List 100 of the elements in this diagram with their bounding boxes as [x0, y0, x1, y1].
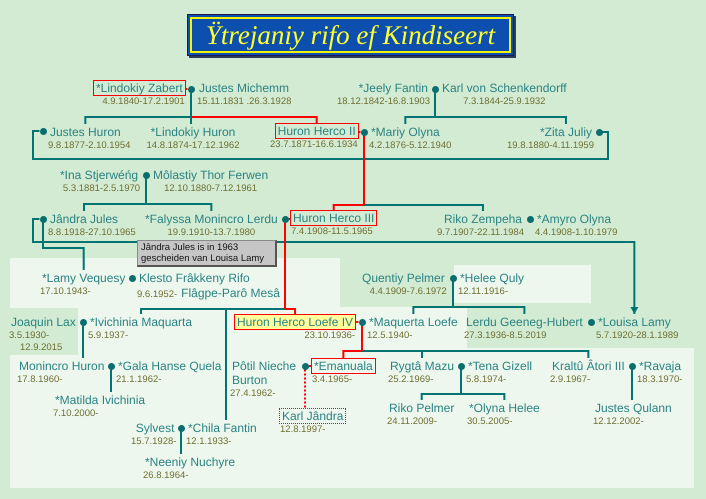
person-name: Justes Qulann	[594, 400, 673, 416]
person-name: *Ivichinia Maquarta	[89, 314, 194, 330]
connector-line	[460, 370, 462, 394]
person-name: *Olyna Helee	[468, 400, 541, 416]
person-name: *Lindokiy Huron	[150, 124, 236, 140]
connector-line	[332, 204, 364, 210]
life-dates: 5.3.1881-2.5.1970	[62, 183, 142, 195]
highlighted-person-name: Huron Herco II	[274, 123, 359, 139]
person-name: *Gala Hanse Quela	[117, 358, 222, 374]
person-name: Karl von Schenkendorff	[441, 80, 568, 96]
life-dates: 5.8.1974-	[465, 374, 508, 386]
life-dates: 23.10.1936-	[303, 330, 356, 342]
person-name: *Louisa Lamy	[597, 314, 672, 330]
person-name: *Amyro Olyna	[536, 211, 612, 227]
connector-line	[420, 393, 461, 400]
person-name: Riko Pelmer	[388, 400, 456, 416]
life-dates: 4.2.1876-5.12.1940	[368, 140, 452, 152]
connector-line	[284, 222, 286, 309]
person-name: Justes Michemm	[198, 80, 290, 96]
highlighted-person-name: Huron Herco III	[290, 210, 378, 226]
connector-line	[364, 204, 484, 211]
life-dates: 12.8.1997-	[279, 424, 326, 436]
person-name: *Jeely Fantin	[358, 80, 429, 96]
person-name: *Chila Fantin	[187, 420, 258, 436]
connector-line	[186, 88, 188, 90]
life-dates: 23.7.1871-16.6.1934	[269, 139, 359, 151]
life-dates: 9.8.1877-2.10.1954	[47, 140, 132, 152]
life-dates: 26.8.1964-	[142, 470, 190, 482]
connector-line	[145, 178, 147, 204]
connector-line	[631, 370, 633, 400]
person-name: Lerdu Geeneg-Hubert	[465, 314, 584, 330]
connector-line	[356, 321, 358, 323]
life-dates: 17.10.1943-	[39, 286, 92, 298]
person-name: Sylvest	[134, 420, 176, 436]
junction-dot	[40, 216, 46, 222]
life-dates: 21.1.1962-	[115, 374, 162, 386]
connector-line	[32, 130, 609, 160]
life-dates: 18.12.1842-16.8.1903	[336, 96, 431, 108]
life-dates: 12.1.1933-	[185, 436, 232, 448]
person-name: *Mariy Olyna	[370, 124, 441, 140]
connector-line	[225, 308, 285, 420]
life-dates: 25.2.1969-	[387, 374, 434, 386]
junction-dot	[588, 318, 594, 326]
person-name: *Zita Juliy	[538, 124, 593, 140]
junction-dot	[450, 274, 456, 282]
junction-dot	[526, 216, 534, 222]
secondary-name: Flâgpe-Parô Mesâ	[181, 286, 280, 300]
connector-line	[362, 350, 590, 358]
person-name: *Lamy Vequesy	[41, 270, 126, 286]
connector-line	[434, 92, 436, 117]
life-dates: 24.11.2009-	[386, 416, 438, 428]
highlighted-person-name: Karl Jândra	[279, 408, 346, 424]
connector-line	[342, 350, 362, 358]
person-name: *Maquerta Loefe	[368, 314, 459, 330]
connector-line	[146, 203, 212, 211]
connector-line	[404, 116, 435, 124]
life-dates: 12.10.1880-7.12.1961	[163, 183, 258, 195]
life-dates: 12.12.2002-	[592, 416, 645, 428]
life-dates: 19.8.1880-4.11.1959	[506, 140, 595, 152]
life-dates: 9.7.1907-22.11.1984	[436, 227, 525, 239]
life-dates: 3.4.1965-	[311, 374, 354, 386]
life-dates: 4.9.1840-17.2.1901	[101, 96, 186, 108]
life-dates: 14.8.1874-17.12.1962	[146, 140, 240, 152]
life-dates: 7.3.1844-25.9.1932	[462, 96, 546, 108]
connector-line	[190, 117, 192, 124]
junction-dot	[282, 216, 288, 222]
connector-line	[304, 370, 306, 408]
connector-line	[84, 116, 191, 124]
person-name: Môlastiy Thor Ferwen	[152, 167, 270, 183]
life-dates: 5.7.1920-28.1.1989	[595, 330, 680, 342]
person-name: *Matilda Ivichinia	[54, 392, 146, 408]
person-name: *Ravaja	[638, 358, 682, 374]
person-name: *Neeniy Nuchyre	[144, 454, 236, 470]
highlighted-person-name: *Lindokiy Zabert	[93, 80, 186, 96]
person-name: Riko Zempeha	[442, 211, 523, 227]
connector-line	[363, 136, 365, 205]
person-name: Monincro Huron	[18, 358, 106, 374]
life-dates: 15.11.1831 .26.3.1928	[196, 96, 292, 108]
life-dates: 9.6.1952-	[136, 289, 178, 301]
life-dates: 27.3.1936-8.5.2019	[463, 330, 548, 342]
junction-dot	[188, 86, 194, 92]
highlighted-person-name: *Emanuala	[311, 358, 376, 374]
life-dates: 7.10.2000-	[52, 408, 100, 420]
life-dates: 4.4.1908-1.10.1979	[534, 227, 618, 239]
connector-line	[308, 365, 311, 367]
person-name: Justes Huron	[49, 124, 122, 140]
life-dates: 7.4.1908-11.5.1965	[290, 226, 374, 238]
connector-line	[190, 92, 192, 117]
connector-line	[452, 282, 454, 307]
person-name: Quentiy Pelmer	[361, 270, 446, 286]
life-dates: 30.5.2005-	[466, 416, 514, 428]
life-dates: 8.8.1918-27.10.1965	[47, 227, 137, 239]
life-dates: 2.9.1967-	[549, 374, 592, 386]
edge-label: Jândra Jules is in 1963 gescheiden van Louisa Lamy	[137, 240, 277, 267]
life-dates: 12.5.1940-	[366, 330, 414, 342]
connector-line	[110, 370, 112, 392]
connector-line	[82, 326, 84, 358]
connector-line	[83, 203, 146, 211]
connector-line	[180, 432, 182, 454]
junction-dot	[142, 172, 150, 178]
